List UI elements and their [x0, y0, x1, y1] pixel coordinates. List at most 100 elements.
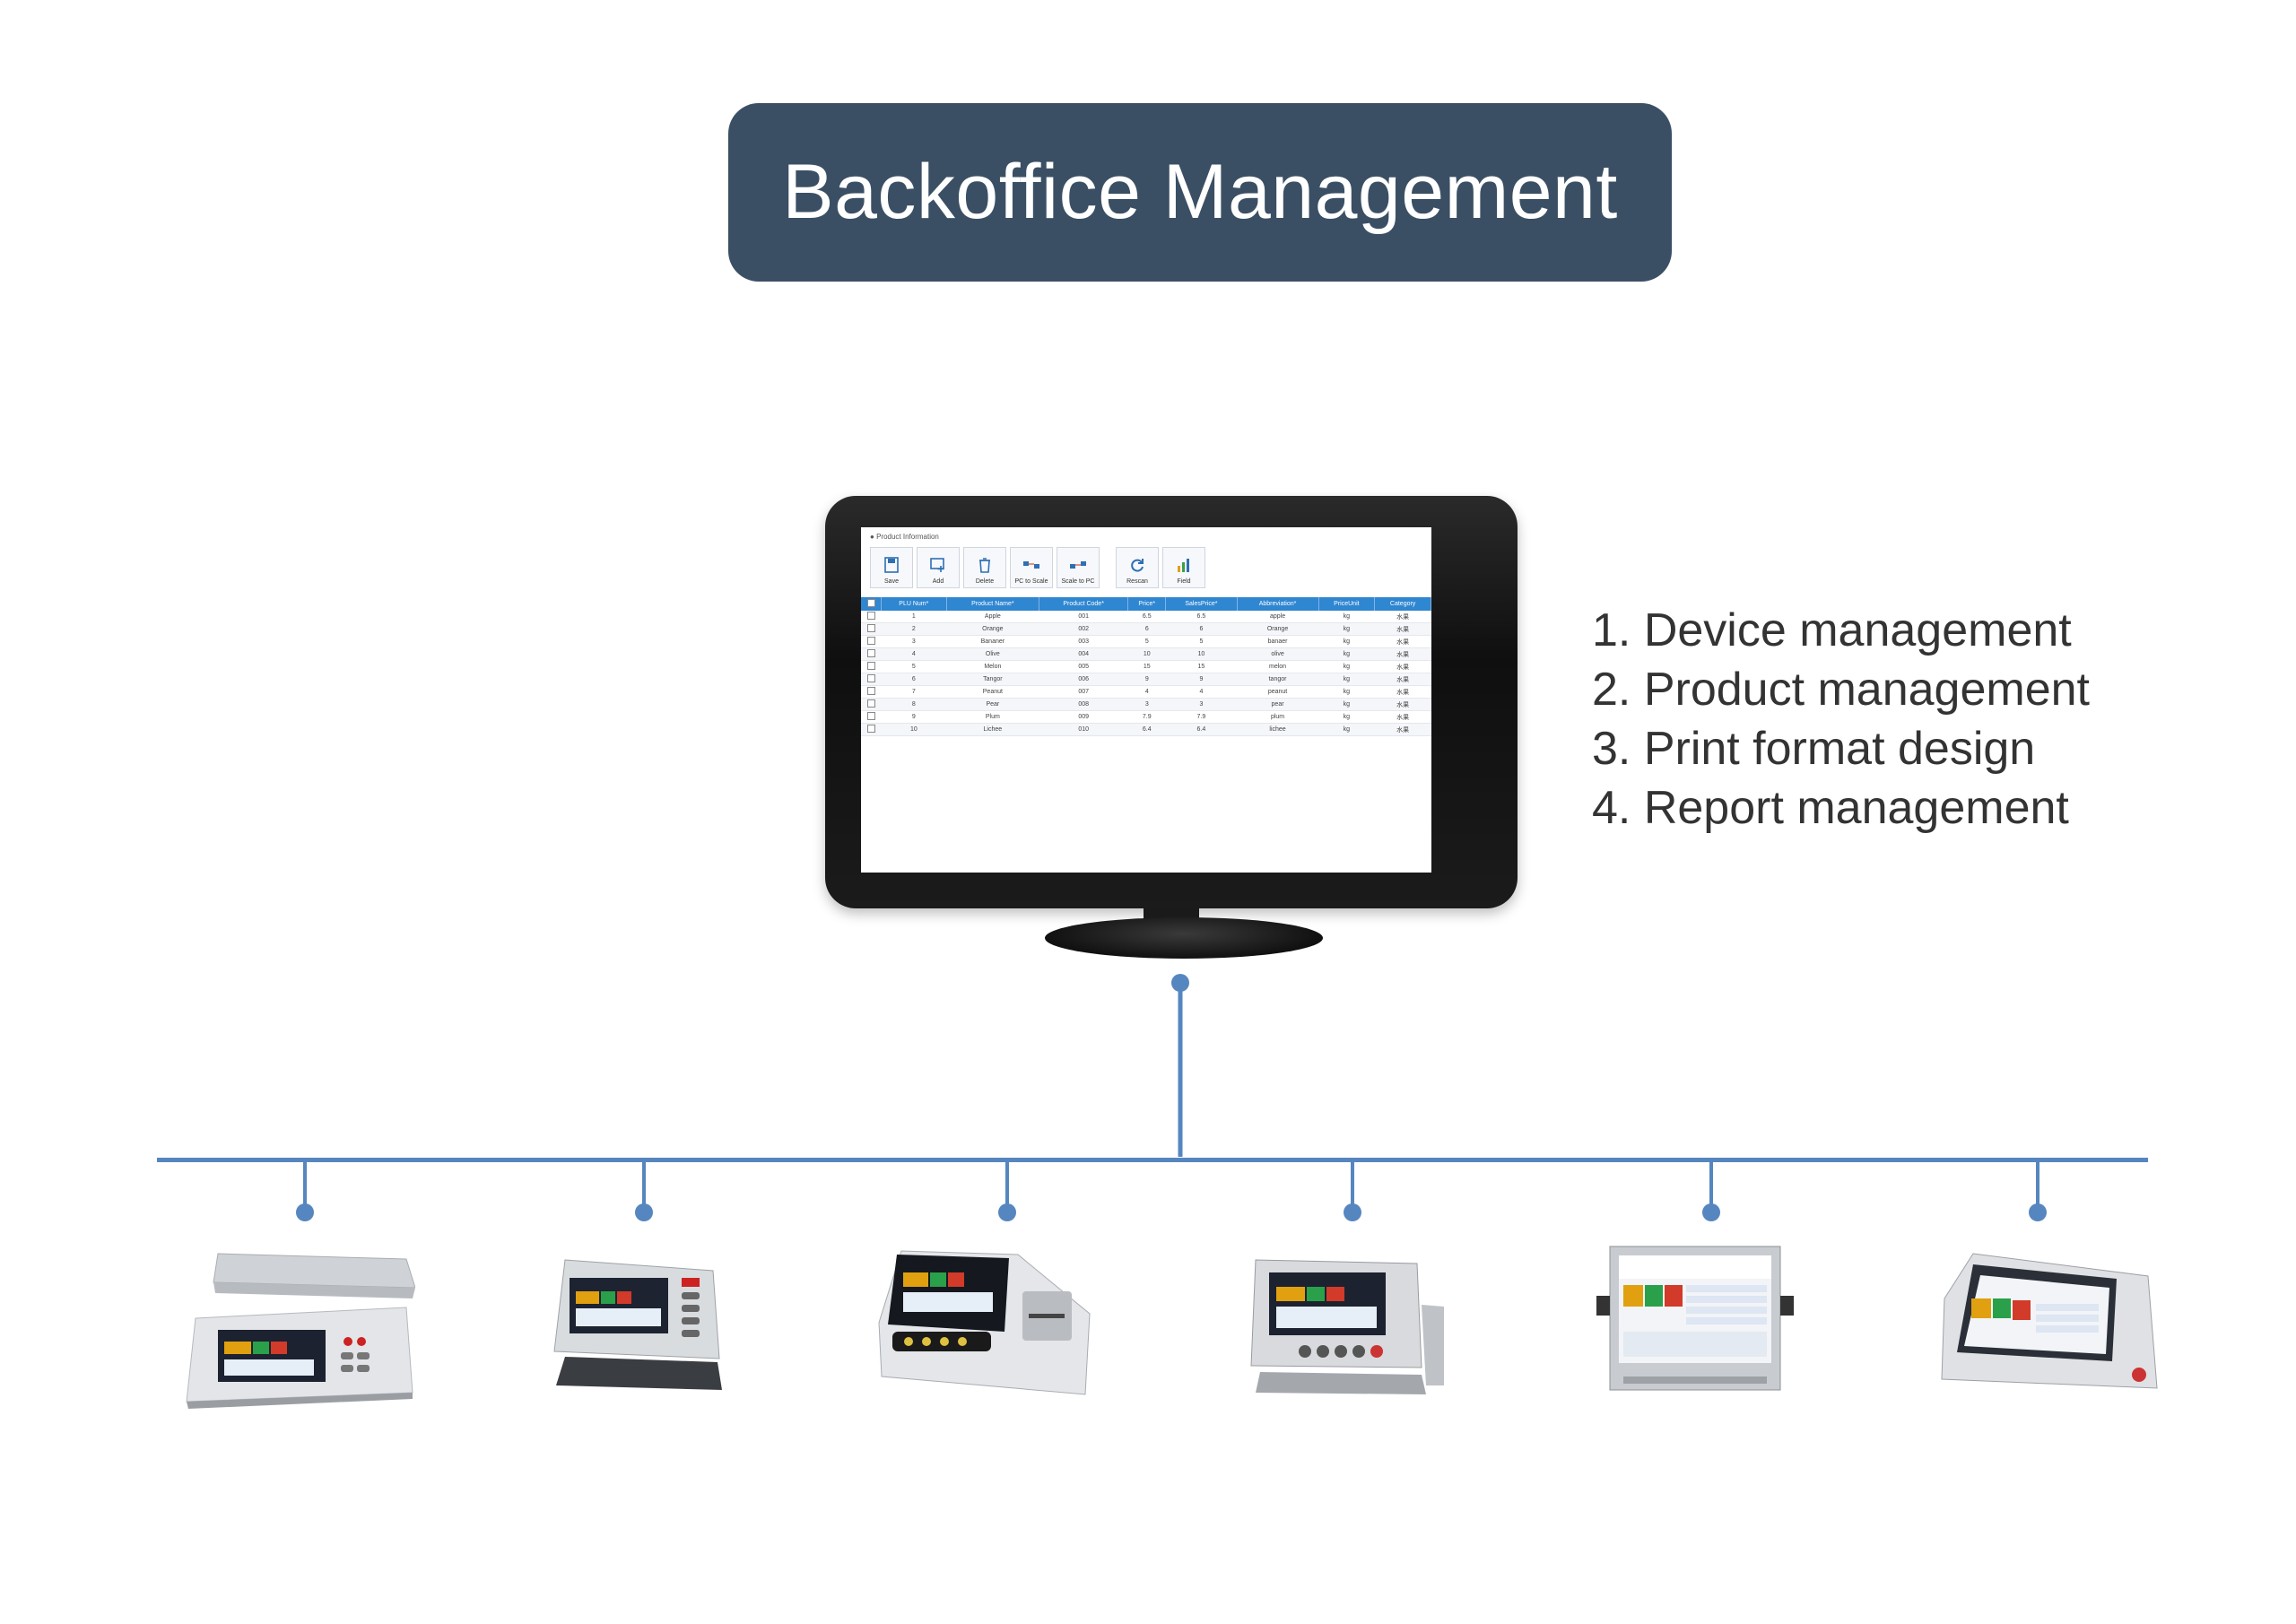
- save-icon: [884, 557, 899, 573]
- window-title: ● Product Information: [870, 533, 939, 541]
- row-select-cell[interactable]: [861, 647, 882, 661]
- row-checkbox[interactable]: [866, 674, 875, 682]
- column-header[interactable]: Product Name*: [946, 597, 1040, 611]
- column-header[interactable]: Product Code*: [1039, 597, 1129, 611]
- table-cell: 15: [1127, 660, 1166, 673]
- table-cell: 6.4: [1165, 723, 1238, 736]
- device-node: [296, 1203, 314, 1221]
- row-select-cell[interactable]: [861, 698, 882, 711]
- transfer-icon: [1070, 561, 1086, 569]
- column-header[interactable]: SalesPrice*: [1165, 597, 1238, 611]
- table-cell: 水果: [1374, 710, 1431, 724]
- scale-to-pc-button[interactable]: Scale to PC: [1057, 547, 1100, 588]
- delete-button[interactable]: Delete: [963, 547, 1006, 588]
- row-select-cell[interactable]: [861, 611, 882, 623]
- table-cell: kg: [1318, 710, 1375, 724]
- monitor: ● Product Information Save Add Delete PC…: [825, 496, 1518, 962]
- row-checkbox[interactable]: [866, 637, 875, 645]
- table-cell: Pear: [946, 698, 1039, 711]
- drop-lines: [296, 1160, 2047, 1221]
- table-cell: 9: [1165, 673, 1238, 686]
- table-cell: kg: [1318, 685, 1375, 699]
- row-checkbox[interactable]: [866, 699, 875, 708]
- device-node: [1344, 1203, 1361, 1221]
- field-button[interactable]: Field: [1162, 547, 1205, 588]
- table-cell: 6: [1165, 622, 1238, 636]
- column-header[interactable]: Category: [1374, 597, 1431, 611]
- select-all-header[interactable]: [861, 597, 882, 611]
- table-cell: kg: [1318, 611, 1375, 623]
- row-select-cell[interactable]: [861, 635, 882, 648]
- pc-to-scale-button[interactable]: PC to Scale: [1010, 547, 1053, 588]
- table-cell: pear: [1237, 698, 1319, 711]
- row-select-cell[interactable]: [861, 710, 882, 724]
- table-cell: 6: [1127, 622, 1166, 636]
- column-header[interactable]: PriceUnit: [1318, 597, 1376, 611]
- table-cell: 水果: [1374, 723, 1431, 736]
- row-checkbox[interactable]: [866, 624, 875, 632]
- device-node: [635, 1203, 653, 1221]
- table-cell: Orange: [1237, 622, 1319, 636]
- table-cell: 009: [1039, 710, 1128, 724]
- table-cell: Peanut: [946, 685, 1039, 699]
- table-cell: Lichee: [946, 723, 1039, 736]
- table-cell: 水果: [1374, 660, 1431, 673]
- table-cell: 15: [1165, 660, 1238, 673]
- select-all-checkbox[interactable]: [866, 599, 875, 607]
- add-button[interactable]: Add: [917, 547, 960, 588]
- table-cell: 4: [1127, 685, 1166, 699]
- row-select-cell[interactable]: [861, 622, 882, 636]
- row-select-cell[interactable]: [861, 685, 882, 699]
- row-checkbox[interactable]: [866, 687, 875, 695]
- table-cell: 7: [881, 685, 947, 699]
- device-node: [998, 1203, 1016, 1221]
- column-header[interactable]: Price*: [1127, 597, 1167, 611]
- column-header[interactable]: Abbreviation*: [1237, 597, 1319, 611]
- table-cell: 9: [881, 710, 947, 724]
- feature-item: 4. Report management: [1592, 782, 2069, 834]
- monitor-bezel: ● Product Information Save Add Delete PC…: [825, 496, 1518, 908]
- rescan-button[interactable]: Rescan: [1116, 547, 1159, 588]
- table-cell: 001: [1039, 611, 1128, 623]
- table-cell: Bananer: [946, 635, 1039, 648]
- refresh-icon: [1131, 559, 1144, 572]
- table-cell: 004: [1039, 647, 1128, 661]
- table-cell: 水果: [1374, 647, 1431, 661]
- save-button[interactable]: Save: [870, 547, 913, 588]
- row-select-cell[interactable]: [861, 723, 882, 736]
- row-select-cell[interactable]: [861, 673, 882, 686]
- table-cell: 3: [1127, 698, 1166, 711]
- row-checkbox[interactable]: [866, 662, 875, 670]
- column-header[interactable]: PLU Num*: [881, 597, 947, 611]
- table-cell: melon: [1237, 660, 1319, 673]
- table-cell: 5: [1127, 635, 1166, 648]
- title-box: Backoffice Management: [728, 103, 1672, 282]
- table-cell: 8: [881, 698, 947, 711]
- row-checkbox[interactable]: [866, 649, 875, 657]
- row-checkbox[interactable]: [866, 712, 875, 720]
- toolbar: Save Add Delete PC to Scale Scale to PC: [870, 547, 1205, 588]
- table-cell: 10: [1165, 647, 1238, 661]
- row-select-cell[interactable]: [861, 660, 882, 673]
- row-checkbox[interactable]: [866, 725, 875, 733]
- table-cell: 5: [881, 660, 947, 673]
- stainless-indicator: [1250, 1259, 1444, 1394]
- row-checkbox[interactable]: [866, 612, 875, 620]
- table-cell: 水果: [1374, 635, 1431, 648]
- table-cell: 008: [1039, 698, 1128, 711]
- table-cell: peanut: [1237, 685, 1319, 699]
- bus-line: [157, 1158, 2148, 1162]
- add-icon: [930, 558, 944, 572]
- table-cell: 6.5: [1127, 611, 1166, 623]
